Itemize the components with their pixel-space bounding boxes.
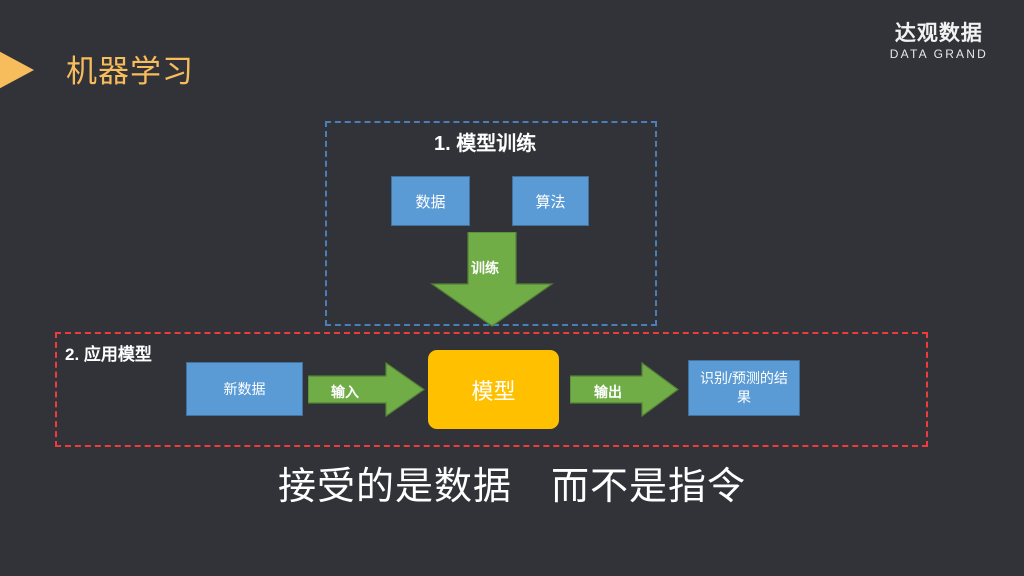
page-title: 机器学习 bbox=[66, 54, 194, 89]
box-new-data-label: 新数据 bbox=[223, 381, 266, 397]
training-group-label: 1. 模型训练 bbox=[434, 133, 537, 155]
box-result: 识别/预测的结果 bbox=[688, 360, 800, 416]
arrow-right-output-icon bbox=[570, 362, 680, 417]
box-result-label: 识别/预测的结果 bbox=[700, 370, 788, 405]
arrow-right-input-icon bbox=[308, 362, 426, 417]
slide-caption: 接受的是数据 而不是指令 bbox=[277, 466, 746, 508]
applying-group-box bbox=[55, 332, 928, 447]
arrow-down-training-icon bbox=[430, 232, 554, 327]
box-data: 数据 bbox=[391, 176, 470, 226]
box-algorithm: 算法 bbox=[512, 176, 589, 226]
chevron-right-icon bbox=[0, 42, 34, 98]
applying-group-label: 2. 应用模型 bbox=[65, 345, 152, 364]
box-new-data: 新数据 bbox=[186, 362, 303, 416]
box-model: 模型 bbox=[428, 350, 559, 429]
box-model-label: 模型 bbox=[471, 378, 516, 404]
arrow-output-label: 输出 bbox=[594, 384, 622, 400]
brand-logo-cn: 达观数据 bbox=[894, 22, 983, 45]
brand-logo-en: DATA GRAND bbox=[889, 47, 988, 61]
arrow-input-label: 输入 bbox=[331, 384, 359, 400]
brand-logo: 达观数据 DATA GRAND bbox=[890, 22, 988, 62]
arrow-training-label: 训练 bbox=[471, 260, 499, 276]
box-algorithm-label: 算法 bbox=[535, 193, 566, 211]
box-data-label: 数据 bbox=[415, 193, 446, 211]
